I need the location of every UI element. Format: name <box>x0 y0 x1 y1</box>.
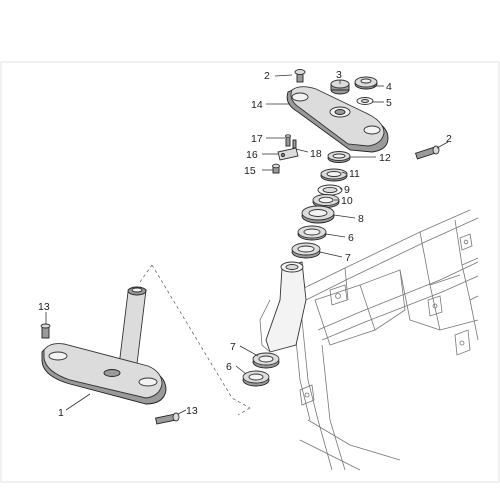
cap <box>354 76 378 90</box>
screw <box>272 163 280 174</box>
callout-13-lower: 13 <box>186 405 198 417</box>
callout-6: 6 <box>348 232 354 244</box>
motorcycle-frame <box>291 209 479 471</box>
bearing-cup-lower <box>252 352 280 369</box>
callout-18: 18 <box>310 148 322 160</box>
callout-14: 14 <box>251 99 263 111</box>
bearing-race-lower <box>242 370 270 387</box>
washer-hole <box>361 99 369 103</box>
callout-17: 17 <box>251 133 263 145</box>
clip <box>277 147 299 161</box>
ring-nut <box>327 151 351 163</box>
upper-triple-clamp <box>286 86 389 153</box>
bearing-race-upper <box>297 225 327 241</box>
callout-12: 12 <box>379 152 391 164</box>
callout-labels: 2 3 4 5 14 17 2 16 18 12 15 11 9 10 8 6 … <box>38 69 452 419</box>
callout-11: 11 <box>349 168 360 180</box>
page-border <box>0 61 500 483</box>
pin <box>285 134 291 147</box>
callout-6-lower: 6 <box>226 361 232 373</box>
alignment-line-end <box>237 407 251 416</box>
dust-seal <box>312 194 340 208</box>
bolt-side <box>414 145 440 160</box>
bolt-top-clamp <box>294 69 306 83</box>
frame-head-tube <box>259 261 307 353</box>
callout-16: 16 <box>246 149 258 161</box>
callout-9: 9 <box>344 184 350 196</box>
callout-2-side: 2 <box>446 133 452 145</box>
callout-15: 15 <box>244 165 256 177</box>
screw-small <box>292 139 297 149</box>
steering-stem-lower-clamp <box>41 286 167 405</box>
bolt-lower-clamp-top <box>40 323 51 339</box>
callout-7: 7 <box>345 252 351 264</box>
callout-2: 2 <box>264 70 270 82</box>
callout-10: 10 <box>341 195 353 207</box>
bolt-lower-clamp-bottom <box>155 412 180 425</box>
callout-7-lower: 7 <box>230 341 236 353</box>
bearing-upper <box>301 205 335 224</box>
lock-washer <box>317 184 343 196</box>
callout-4: 4 <box>386 81 392 93</box>
callout-1: 1 <box>58 407 64 419</box>
bearing-cup-upper <box>291 242 321 259</box>
alignment-line-top <box>139 264 153 283</box>
callout-5: 5 <box>386 97 392 109</box>
callout-8: 8 <box>358 213 364 225</box>
callout-3: 3 <box>336 69 342 81</box>
leader-lines <box>45 74 449 415</box>
alignment-line-lower <box>151 264 251 409</box>
ring-nut-lower <box>320 168 348 182</box>
callout-13: 13 <box>38 301 50 313</box>
